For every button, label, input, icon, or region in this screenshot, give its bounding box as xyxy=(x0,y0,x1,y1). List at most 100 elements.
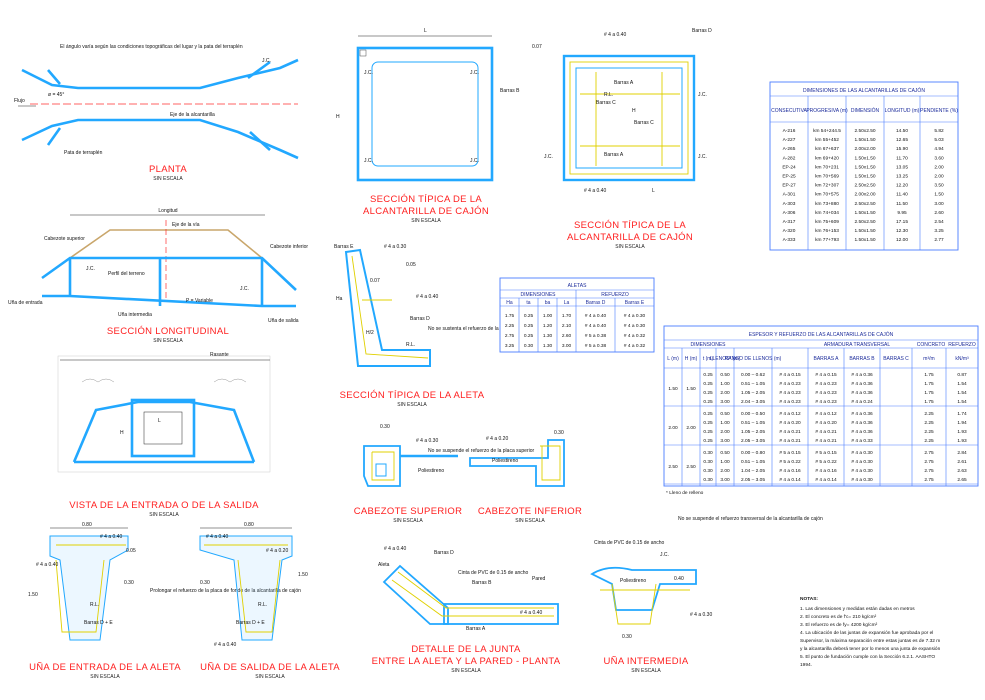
unaint-title: UÑA INTERMEDIA xyxy=(604,656,689,667)
tabla-esp-cell: 2.65 xyxy=(957,477,967,483)
cabezote-superior: 0.30 # 4 a 0.30 No se suspende el refuer… xyxy=(354,424,535,524)
tabla-dim-cell: 3.50 xyxy=(934,183,944,189)
nota-item: Supervisor, la máxima separación entre e… xyxy=(800,638,940,644)
unaint-dim-040: 0.40 xyxy=(674,576,684,582)
planta-angle-note: El ángulo varía según las condiciones to… xyxy=(60,44,243,50)
tabla-esp-header: m³/m xyxy=(923,356,934,362)
tabla-dim-cell: 2.50x2.50 xyxy=(854,219,875,225)
tabla-dim-cell: 4.94 xyxy=(934,146,944,152)
aleta-barras-e: Barras E xyxy=(334,244,354,250)
cajon2-title-a: SECCIÓN TÍPICA DE LA xyxy=(574,220,686,231)
tabla-dim-cell: km 69+420 xyxy=(815,155,839,161)
cajon1-h-dim: H xyxy=(336,114,340,120)
tabla-esp-cell: # 5 a 0.22 xyxy=(815,459,837,465)
cajon1-l-dim: L xyxy=(424,28,427,34)
tabla-esp-cell: # 4 a 0.23 xyxy=(779,399,801,405)
tabla-dim-cell: A-333 xyxy=(783,237,796,243)
tabla-dim-cell: km 77+793 xyxy=(815,237,839,243)
tabla-dim-cell: km 55+452 xyxy=(815,137,839,143)
tabla-dim-header: LONGITUD (m) xyxy=(885,108,920,114)
tabla-esp-cell: # 4 a 0.36 xyxy=(851,381,873,387)
tabla-dim-cell: 2.77 xyxy=(934,237,944,243)
tabla-dim-cell: EP-25 xyxy=(782,174,796,180)
long-cab-sup: Cabezote superior xyxy=(44,236,85,242)
tabla-esp-cell: 0.25 xyxy=(703,372,713,378)
tabla-dim-cell: 1.50x1.50 xyxy=(854,210,875,216)
tabla-esp-cell: 0.30 xyxy=(703,450,713,456)
tabla-esp-cell: 0.30 xyxy=(703,459,713,465)
una-entrada: 0.80 # 4 a 0.40 0.05 0.30 # 4 a 0.40 1.5… xyxy=(28,522,301,680)
tabla-esp-cell: 1.00 xyxy=(720,420,730,426)
una-entrada-title: UÑA DE ENTRADA DE LA ALETA xyxy=(29,662,181,673)
tabla-dim-cell: 1.50x1.50 xyxy=(854,228,875,234)
tabla-dim-cell: km 70+231 xyxy=(815,164,839,170)
unaint-jc: J.C. xyxy=(660,552,669,558)
tabla-dim-cell: 2.50x2.50 xyxy=(854,128,875,134)
tabla-esp-cell: # 4 a 0.16 xyxy=(815,468,837,474)
detalle-junta: # 4 a 0.40 Aleta Barras D Cinta de PVC d… xyxy=(372,546,561,674)
tabla-dim-cell: 3.25 xyxy=(934,228,944,234)
tabla-dim-cell: km 74+034 xyxy=(815,210,839,216)
tabla-aletas-cell: 0.30 xyxy=(524,343,534,349)
det-bar-040: # 4 a 0.40 xyxy=(384,546,406,552)
tabla-dim-cell: 2.00 xyxy=(934,174,944,180)
cajon2-bar-top: # 4 a 0.40 xyxy=(604,32,626,38)
tabla-esp-cell: # 4 a 0.23 xyxy=(815,399,837,405)
det-barras-b: Barras B xyxy=(472,580,492,586)
tabla-dim-cell: km 70+569 xyxy=(815,174,839,180)
cajon1-scale: SIN ESCALA xyxy=(411,218,441,224)
cabsup-bar: # 4 a 0.30 xyxy=(416,438,438,444)
tabla-aletas-cell: 3.00 xyxy=(562,343,572,349)
planta-flow-label: Flujo xyxy=(14,98,25,104)
tabla-aletas-cell: 2.60 xyxy=(562,333,572,339)
unaint-bar: # 4 a 0.30 xyxy=(690,612,712,618)
unaint-pvc: Cinta de PVC de 0.15 de ancho xyxy=(594,540,665,546)
cabinf-scale: SIN ESCALA xyxy=(515,518,545,524)
tabla-dim-title: DIMENSIONES DE LAS ALCANTARILLAS DE CAJÓ… xyxy=(803,87,925,94)
cajon2-title-b: ALCANTARILLA DE CAJÓN xyxy=(567,232,693,243)
cajon1-title-a: SECCIÓN TÍPICA DE LA xyxy=(370,194,482,205)
tabla-esp-L: 2.00 xyxy=(668,425,678,431)
tabla-dim-cell: A-306 xyxy=(783,210,796,216)
tabla-aletas-cell: # 4 a 0.40 xyxy=(585,313,607,319)
cabinf-poli: Poliestireno xyxy=(492,458,518,464)
tabla-dim-header: CONSECUTIVA xyxy=(771,108,807,114)
cajon2-barras-a1: Barras A xyxy=(614,80,634,86)
tabla-esp-cell: 1.75 xyxy=(924,390,934,396)
una-intermedia: Cinta de PVC de 0.15 de ancho J.C. Polie… xyxy=(590,516,823,674)
tabla-esp-cell: # 4 a 0.23 xyxy=(779,390,801,396)
tabla-esp-cell: # 4 a 0.36 xyxy=(851,429,873,435)
una-sal-dim-150: 1.50 xyxy=(298,572,308,578)
seccion-cajon-2: 0.07 # 4 a 0.40 Barras D Barras B Barras… xyxy=(500,28,712,250)
tabla-esp-cell: 1.54 xyxy=(957,399,967,405)
cajon2-dim-007: 0.07 xyxy=(532,44,542,50)
tabla-esp-cell: # 4 a 0.30 xyxy=(851,477,873,483)
unaint-dim-030: 0.30 xyxy=(622,634,632,640)
cajon2-barras-a2: Barras A xyxy=(604,152,624,158)
tabla-dim-cell: 13.05 xyxy=(896,164,908,170)
una-sal-dim-030: 0.30 xyxy=(200,580,210,586)
long-una-salida: Uña de salida xyxy=(268,318,299,324)
una-entrada-scale: SIN ESCALA xyxy=(90,674,120,680)
tabla-esp-cell: 2.25 xyxy=(924,411,934,417)
cajon2-h: H xyxy=(632,108,636,114)
tabla-esp-cell: 1.00 xyxy=(720,381,730,387)
long-scale: SIN ESCALA xyxy=(153,338,183,344)
cabsup-nota: No se suspende el refuerzo de la placa s… xyxy=(428,448,535,454)
tabla-esp-cell: 0.25 xyxy=(703,390,713,396)
tabla-esp-cell: # 4 a 0.30 xyxy=(851,459,873,465)
tabla-esp-cell: # 4 a 0.20 xyxy=(815,420,837,426)
tabla-dim-cell: 9.95 xyxy=(897,210,907,216)
tabla-dim-cell: 2.00 xyxy=(934,164,944,170)
una-salida-title: UÑA DE SALIDA DE LA ALETA xyxy=(200,662,340,673)
seccion-longitudinal: Longitud Eje de la vía Cabezote superior… xyxy=(8,208,308,344)
tabla-dim-cell: km 70+575 xyxy=(815,192,839,198)
tabla-esp-header: t (m) xyxy=(703,356,714,362)
tabla-dim-cell: km 76+153 xyxy=(815,228,839,234)
cajon2-jc-3: J.C. xyxy=(544,154,553,160)
tabla-aletas-cell: 1.30 xyxy=(543,343,553,349)
tabla-esp-cell: # 4 a 0.16 xyxy=(779,468,801,474)
tabla-esp-cell: 0.00 – 0.50 xyxy=(741,411,765,417)
tabla-dim-cell: A-282 xyxy=(783,155,796,161)
